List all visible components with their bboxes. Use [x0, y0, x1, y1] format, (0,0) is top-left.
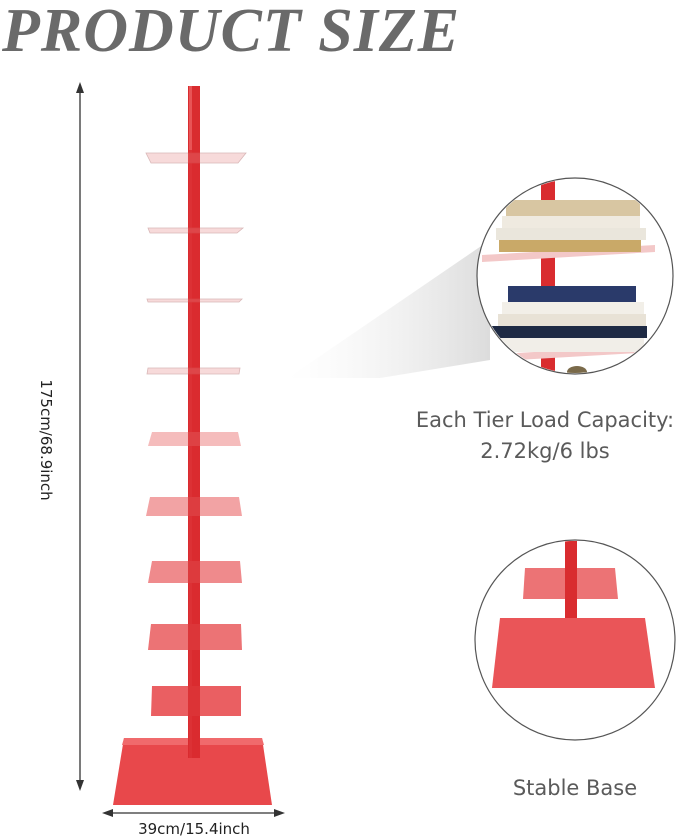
width-dimension-line — [102, 809, 285, 817]
height-dimension-label: 175cm/68.9inch — [37, 377, 55, 503]
tower-shelves-upper — [145, 152, 247, 375]
width-dimension-label: 39cm/15.4inch — [138, 820, 250, 838]
tower-base — [113, 738, 272, 805]
height-dimension-line — [76, 82, 84, 791]
load-capacity-heading: Each Tier Load Capacity: — [415, 408, 675, 432]
books-detail-circle — [476, 177, 674, 375]
load-capacity-callout: Each Tier Load Capacity: 2.72kg/6 lbs — [416, 405, 674, 467]
page-title: PRODUCT SIZE — [2, 0, 461, 65]
load-capacity-value: 2.72kg/6 lbs — [480, 439, 610, 463]
shelf-tower — [113, 86, 272, 805]
detail-projection-beam — [288, 240, 490, 378]
base-detail-circle — [474, 539, 676, 741]
stable-base-label: Stable Base — [512, 776, 638, 800]
